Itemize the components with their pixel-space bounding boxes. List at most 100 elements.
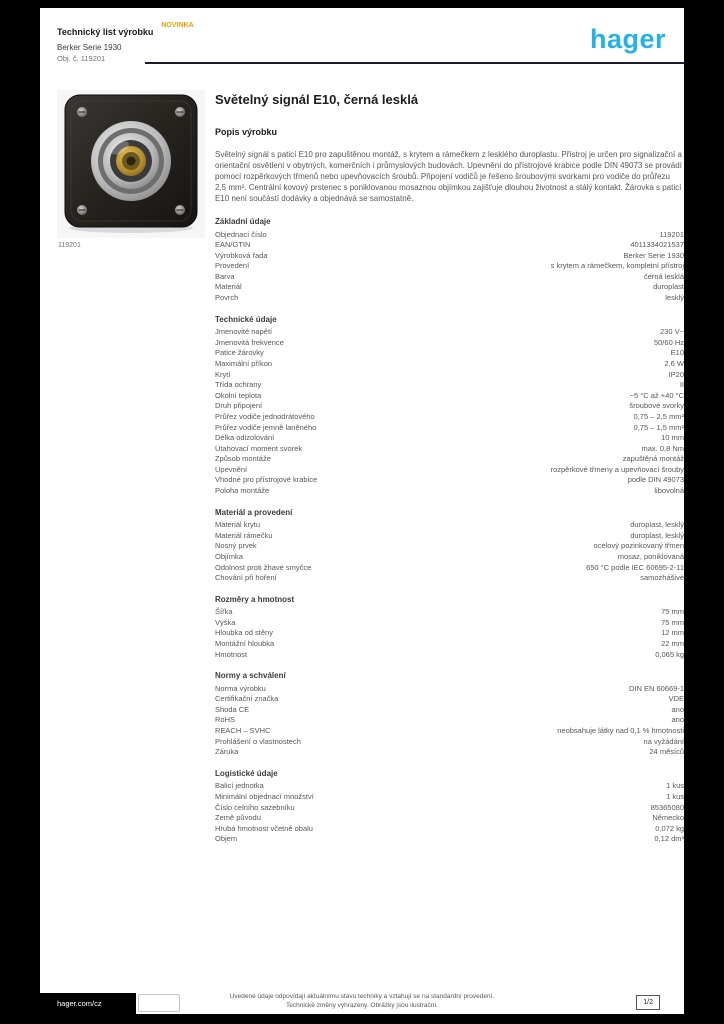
spec-value: DIN EN 60669-1 xyxy=(628,683,684,693)
spec-section-title: Základní údaje xyxy=(215,217,271,226)
spec-value: neobsahuje látky nad 0,1 % hmotnosti xyxy=(557,726,684,736)
spec-label: Prohlášení o vlastnostech xyxy=(215,736,301,746)
spec-label: Chování při hoření xyxy=(215,573,277,583)
spec-value: duroplast, lesklý xyxy=(630,520,684,530)
spec-value: zapuštěná montáž xyxy=(622,454,684,464)
spec-row: Povrch lesklý xyxy=(215,293,684,304)
spec-value: libovolná xyxy=(654,486,684,496)
spec-label: Výrobková řada xyxy=(215,250,268,260)
spec-label: Montážní hloubka xyxy=(215,639,275,648)
spec-value: podle DIN 49073 xyxy=(627,475,684,485)
spec-row: Okolní teplota−5 °C až +40 °C xyxy=(215,391,684,402)
spec-section-title: Rozměry a hmotnost xyxy=(215,594,295,604)
spec-value: lesklý xyxy=(665,293,684,303)
spec-value: černá lesklá xyxy=(643,271,684,281)
spec-label: Shoda CE xyxy=(215,704,250,714)
page: Technický list výrobkuNOVINKA Berker Ser… xyxy=(40,8,684,1014)
spec-value: 650 °C podle IEC 60695-2-11 xyxy=(586,562,684,572)
spec-label: Hrubá hmotnost včetně obalu xyxy=(215,823,313,833)
product-photo xyxy=(57,90,205,238)
spec-label: Certifikační značka xyxy=(215,694,279,704)
spec-value: 230 V~ xyxy=(660,327,684,337)
spec-row: Chování při hoření samozhášivé xyxy=(215,573,684,584)
spec-value: IP20 xyxy=(668,369,684,379)
spec-row: Objednací číslo 119201 xyxy=(215,230,684,241)
header-left: Technický list výrobkuNOVINKA Berker Ser… xyxy=(57,22,194,63)
spec-label: Jmenovité napětí xyxy=(215,327,273,337)
spec-label: Způsob montáže xyxy=(215,454,271,464)
spec-value: 1 kus xyxy=(666,781,684,791)
spec-value: 75 mm xyxy=(661,607,684,617)
spec-label: Objem xyxy=(215,834,238,844)
spec-label: REACH – SVHC xyxy=(215,726,271,736)
spec-row: Montážní hloubka 22 mm xyxy=(215,639,684,650)
spec-label: Objednací číslo xyxy=(215,229,267,239)
spec-label: Povrch xyxy=(215,293,239,303)
spec-row: Odolnost proti žhavé smyčce 650 °C podle … xyxy=(215,563,684,574)
spec-value: 1 kus xyxy=(666,791,684,801)
spec-label: Upevnění xyxy=(215,464,248,474)
spec-label: EAN/GTIN xyxy=(215,240,251,250)
spec-row: Způsob montáže zapuštěná montáž xyxy=(215,454,684,465)
spec-row: Minimální objednací množství 1 kus xyxy=(215,792,684,803)
spec-value: ano xyxy=(671,704,684,714)
spec-row: Barva černá lesklá xyxy=(215,272,684,283)
spec-label: Průřez vodiče jednodrátového xyxy=(215,411,315,421)
spec-value: Německo xyxy=(652,813,684,823)
product-description: Světelný signál s paticí E10 pro zapuště… xyxy=(215,150,682,203)
spec-value: duroplast xyxy=(653,282,684,292)
footer-logo-box xyxy=(138,994,180,1012)
spec-section-title: Logistické údaje xyxy=(215,768,278,778)
spec-label: Barva xyxy=(215,271,235,281)
spec-label: Materiál xyxy=(215,282,242,292)
header-ref: Obj. č. 119201 xyxy=(57,54,106,63)
spec-row: Materiál krytu duroplast, lesklý xyxy=(215,520,684,531)
spec-label: Délka odizolování xyxy=(215,433,275,443)
spec-label: Objímka xyxy=(215,551,243,561)
spec-value: šroubové svorky xyxy=(629,401,684,411)
spec-value: samozhášivé xyxy=(640,573,684,583)
spec-label: Utahovací moment svorek xyxy=(215,443,303,453)
new-badge: NOVINKA xyxy=(161,22,194,29)
spec-label: Balicí jednotka xyxy=(215,781,264,791)
spec-label: Průřez vodiče jemně laněného xyxy=(215,422,317,432)
spec-value: 75 mm xyxy=(661,617,684,627)
spec-label: Materiál rámečku xyxy=(215,530,273,540)
spec-label: Krytí xyxy=(215,369,231,379)
spec-label: Záruka xyxy=(215,747,239,757)
spec-label: Odolnost proti žhavé smyčce xyxy=(215,562,312,572)
spec-label: Minimální objednací množství xyxy=(215,791,314,801)
spec-label: Nosný prvek xyxy=(215,541,257,551)
spec-row: Balicí jednotka 1 kus xyxy=(215,781,684,792)
footer-note-1: Uvedené údaje odpovídají aktuálnímu stav… xyxy=(229,993,495,1000)
spec-label: Země původu xyxy=(215,813,261,823)
spec-row: Materiál duroplast xyxy=(215,282,684,293)
spec-value: 22 mm xyxy=(661,639,684,648)
footer-url: hager.com/cz xyxy=(40,993,136,1014)
description-heading: Popis výrobku xyxy=(215,127,278,137)
spec-value: 119201 xyxy=(659,229,684,239)
spec-label: Provedení xyxy=(215,261,250,271)
spec-row: Země původu Německo xyxy=(215,813,684,824)
hager-logo: hager xyxy=(589,24,666,54)
spec-label: Materiál krytu xyxy=(215,520,261,530)
spec-label: Norma výrobku xyxy=(215,683,266,693)
